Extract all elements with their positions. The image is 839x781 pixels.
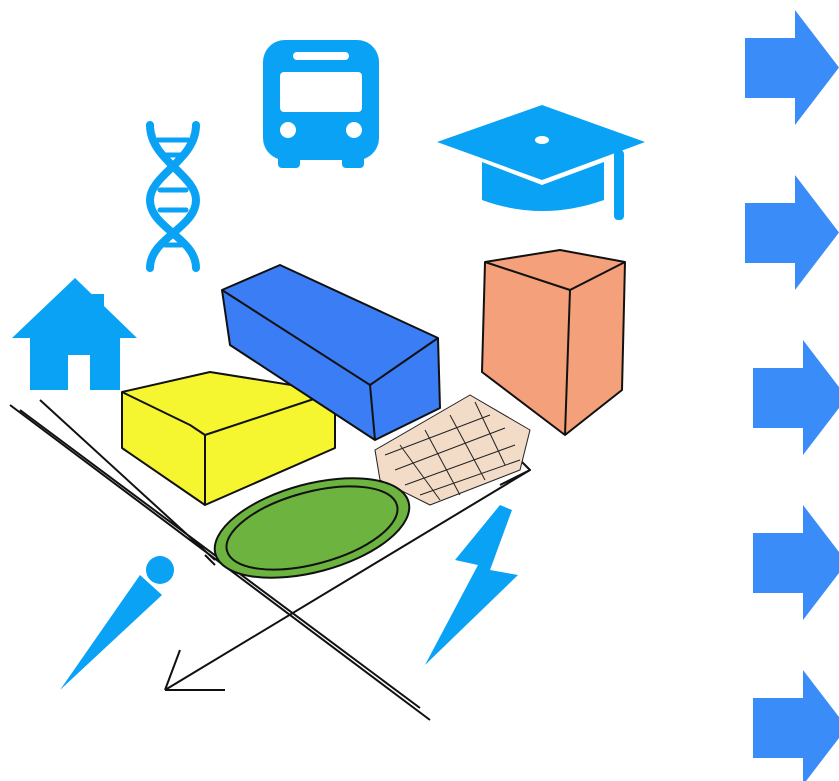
graduation-cap-icon	[437, 105, 645, 220]
dna-icon	[145, 121, 201, 272]
sketch-group	[9, 249, 626, 721]
right-arrow-icon	[753, 340, 839, 455]
hatched-area	[374, 394, 531, 506]
right-arrow-icon	[745, 10, 839, 125]
right-arrow-icon	[753, 505, 839, 620]
green-oval	[213, 477, 411, 579]
carrot-icon	[60, 556, 174, 690]
house-icon	[12, 278, 137, 390]
icon-group	[12, 40, 645, 690]
bus-icon	[263, 40, 379, 168]
arrow-column	[745, 10, 839, 781]
yellow-block	[121, 371, 336, 506]
lightning-bolt-icon	[425, 505, 518, 665]
blue-block	[221, 264, 441, 441]
orange-block	[481, 249, 626, 436]
right-arrow-icon	[745, 175, 839, 290]
right-arrow-icon	[753, 670, 839, 781]
